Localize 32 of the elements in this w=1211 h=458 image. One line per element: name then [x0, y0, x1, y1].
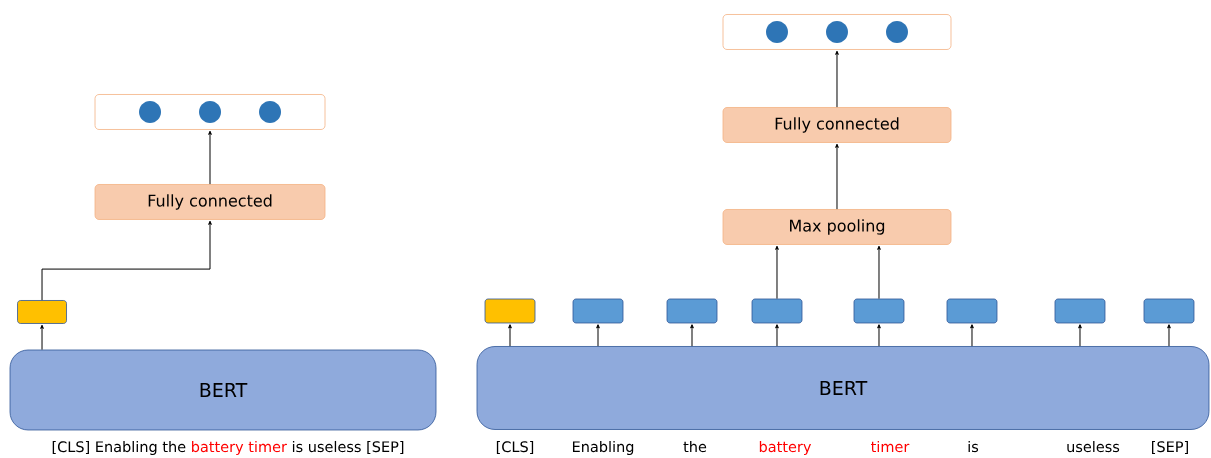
token-embedding [1054, 298, 1106, 324]
layer-box: Fully connected [94, 184, 326, 220]
arrow [41, 220, 212, 301]
arrow [835, 50, 839, 108]
token-embedding [1143, 298, 1195, 324]
arrow [690, 324, 694, 347]
layer-box: Max pooling [722, 209, 952, 245]
output-vector [722, 14, 952, 50]
encoder-box: BERT [9, 349, 437, 431]
cls-embedding [17, 300, 67, 324]
cls-embedding [484, 298, 536, 324]
encoder-box: BERT [476, 346, 1210, 430]
token-embedding [853, 298, 905, 324]
arrow [877, 324, 881, 347]
output-vector [94, 94, 326, 130]
arrow [775, 245, 779, 300]
arrow [40, 324, 44, 351]
token-embedding [666, 298, 718, 324]
arrow [877, 245, 881, 300]
arrow [508, 324, 512, 347]
arrow [970, 324, 974, 347]
token-embedding [751, 298, 803, 324]
arrow [1078, 324, 1082, 347]
sentence-text: [CLS] Enabling the battery timer is useless [SEP] [52, 440, 404, 455]
arrow [835, 143, 839, 210]
arrow [1167, 324, 1171, 347]
layer-box: Fully connected [722, 107, 952, 143]
token-embedding [946, 298, 998, 324]
arrow [775, 324, 779, 347]
token-embedding [572, 298, 624, 324]
arrow [596, 324, 600, 347]
arrow [208, 130, 212, 185]
